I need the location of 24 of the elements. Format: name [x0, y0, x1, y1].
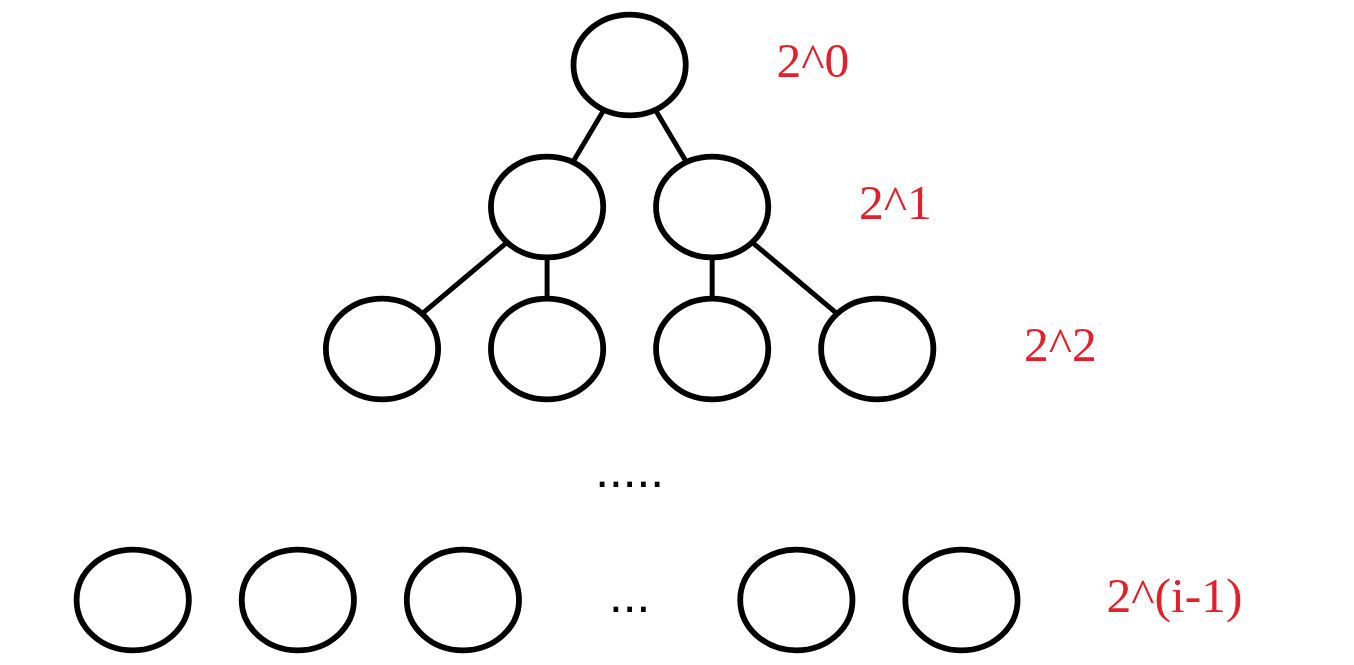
label: ..... [594, 441, 664, 497]
node-circle [570, 11, 689, 119]
label: 2^0 [775, 33, 849, 89]
node-circle [652, 295, 771, 403]
node-circle [487, 295, 606, 403]
label: 2^(i-1) [1105, 568, 1242, 624]
connector [544, 257, 550, 299]
connector [420, 240, 508, 316]
node-circle [817, 295, 936, 403]
connector [750, 240, 838, 316]
node-circle [652, 153, 771, 261]
node-circle [901, 546, 1020, 654]
label: ... [608, 567, 650, 623]
connector [653, 109, 688, 164]
node-circle [322, 295, 441, 403]
node-circle [73, 546, 192, 654]
connector [709, 257, 715, 299]
node-circle [238, 546, 357, 654]
connector [570, 109, 606, 164]
node-circle [487, 153, 606, 261]
node-circle [403, 546, 522, 654]
label: 2^1 [858, 175, 932, 231]
node-circle [736, 546, 855, 654]
label: 2^2 [1023, 317, 1097, 373]
